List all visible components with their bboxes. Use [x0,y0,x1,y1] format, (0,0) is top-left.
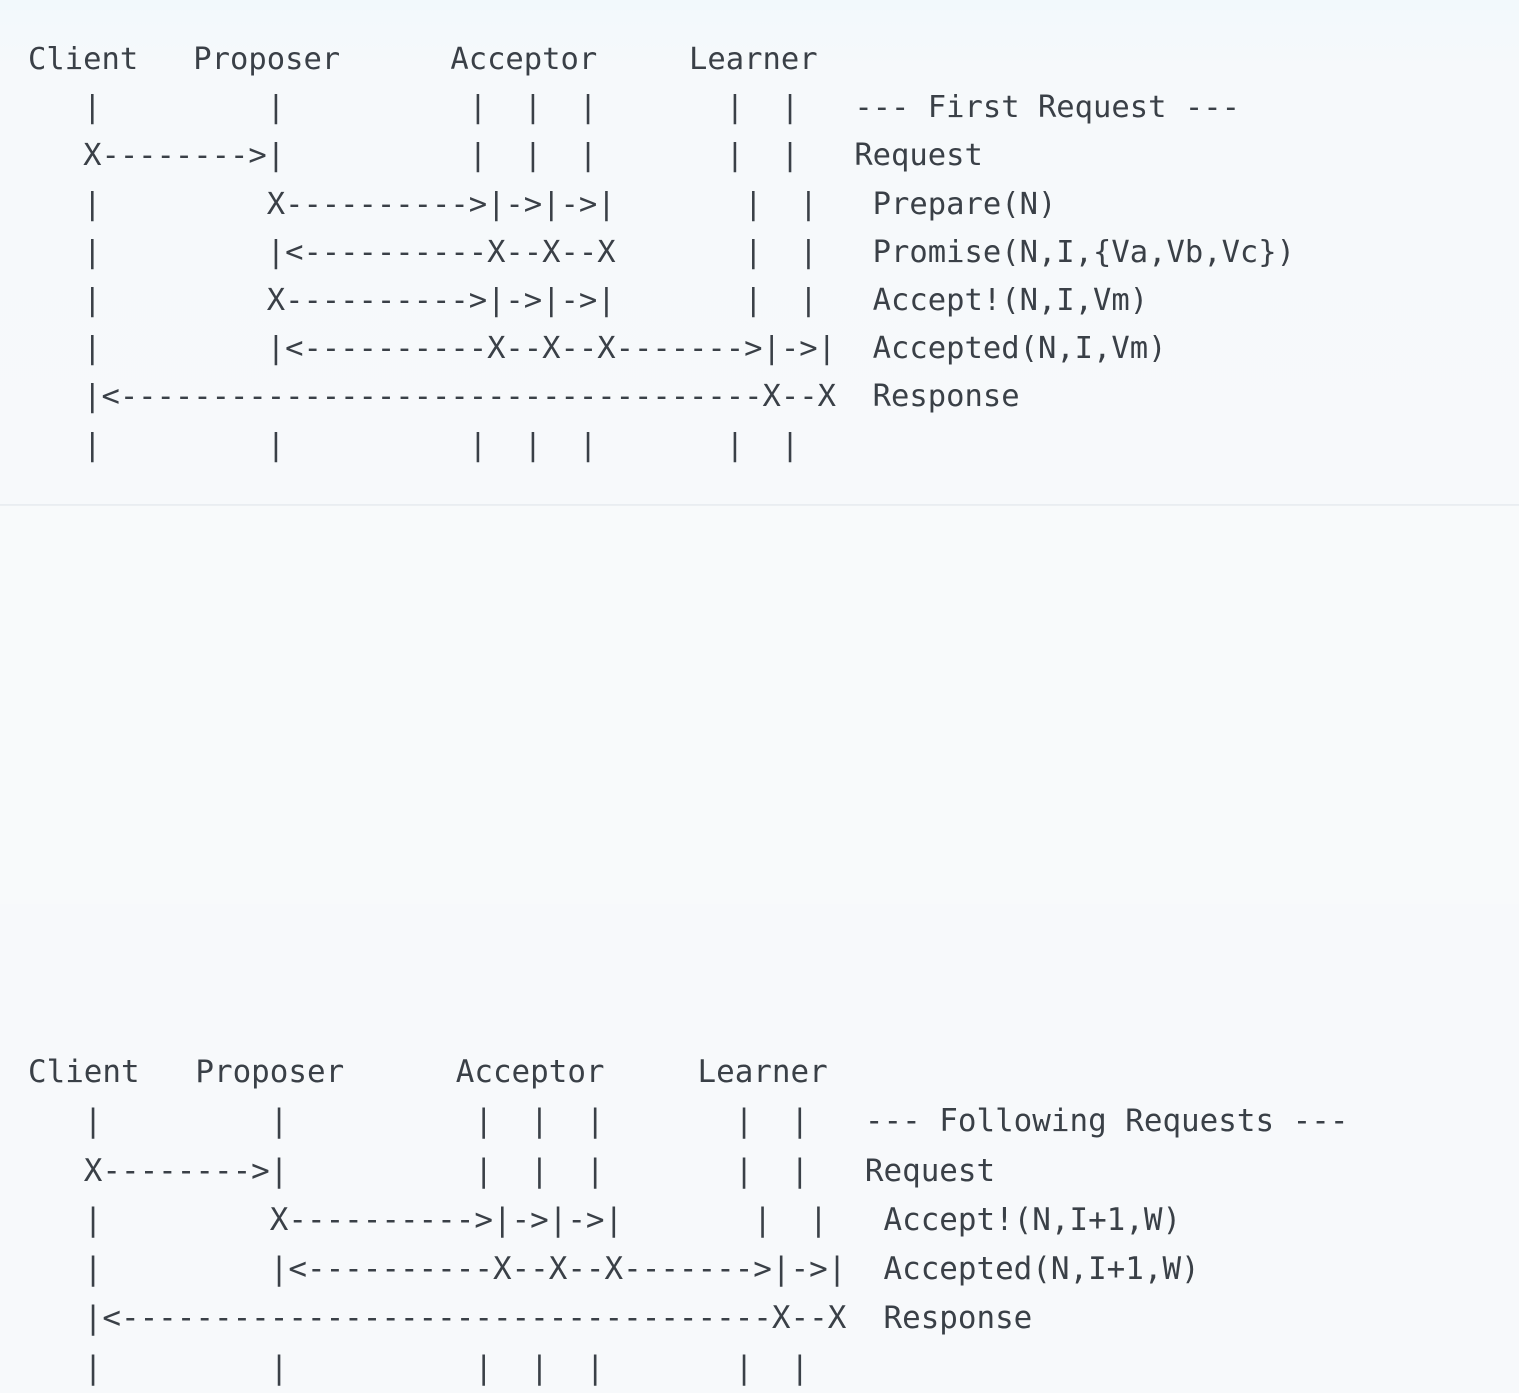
panel-first-request: Client Proposer Acceptor Learner | | | |… [0,0,1519,504]
panel-following-requests: Client Proposer Acceptor Learner | | | |… [0,505,1519,1386]
panel-divider [0,504,1519,505]
ascii-art-following-requests: Client Proposer Acceptor Learner | | | |… [28,1054,1349,1386]
ascii-art-first-request: Client Proposer Acceptor Learner | | | |… [28,42,1296,463]
